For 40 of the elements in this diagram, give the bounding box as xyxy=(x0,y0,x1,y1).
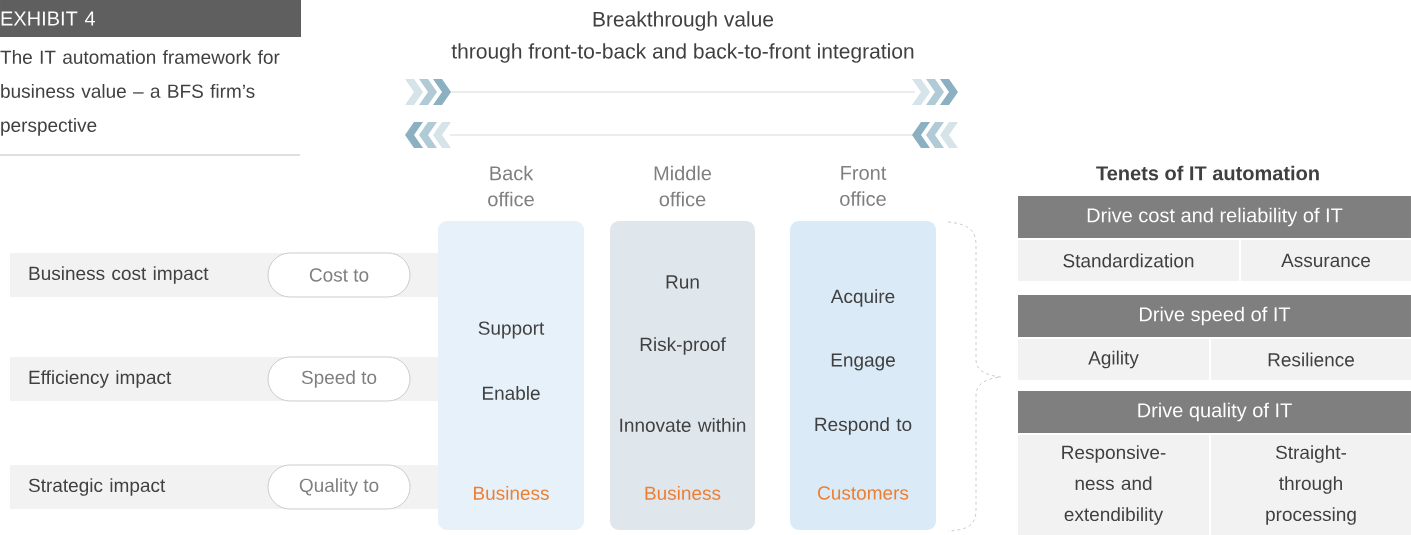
heading-text: Breakthrough value xyxy=(593,11,774,31)
activity-text: Innovate within xyxy=(620,418,746,432)
tenet-header: Drive cost and reliability of IT xyxy=(1018,196,1411,238)
activity-text: Risk-proof xyxy=(640,337,726,355)
impact-pill: Cost to xyxy=(267,252,411,298)
column-heading: Back office xyxy=(488,165,534,207)
outcome-text: Business xyxy=(645,486,721,500)
node-label: Assurance xyxy=(1281,253,1371,268)
impact-pill: Speed to xyxy=(267,356,411,402)
activity-text: Acquire xyxy=(830,289,895,307)
column-heading: Front office xyxy=(840,166,887,206)
tenet-cell: Responsive-ness and extendibility xyxy=(1018,435,1209,535)
outcome-text: Business xyxy=(474,486,549,500)
node-label: Straight-through processing xyxy=(1266,445,1356,525)
tenet-cell: Straight-through processing xyxy=(1211,435,1411,535)
tenet-header: Drive quality of IT xyxy=(1018,391,1411,433)
node-label: Resilience xyxy=(1268,352,1354,367)
tenet-header: Drive speed of IT xyxy=(1018,295,1411,337)
outcome-text: Customers xyxy=(818,486,909,500)
impact-pill: Quality to xyxy=(267,464,411,510)
node-label: Agility xyxy=(1088,350,1139,369)
tenet-cell: Resilience xyxy=(1211,339,1411,380)
activity-text: Support xyxy=(478,321,545,339)
activity-text: Enable xyxy=(483,386,540,400)
exhibit-banner: EXHIBIT 4 xyxy=(0,0,301,37)
column-heading: Middle office xyxy=(654,165,712,207)
office-column xyxy=(610,221,755,530)
node-label: Standardization xyxy=(1063,253,1194,268)
tenet-cell: Agility xyxy=(1018,339,1209,380)
heading-text: through front-to-back and back-to-front integration xyxy=(451,43,914,63)
node-label: Responsive-ness and extendibility xyxy=(1062,445,1166,525)
activity-text: Respond to xyxy=(815,417,912,435)
panel-title: Tenets of IT automation xyxy=(1096,165,1319,181)
activity-text: Run xyxy=(666,275,699,289)
tenet-cell: Assurance xyxy=(1241,240,1411,281)
title: The IT automation framework for business value – a BFS firm’s perspective xyxy=(0,50,280,136)
office-column xyxy=(790,221,936,530)
office-column xyxy=(438,221,584,530)
activity-text: Engage xyxy=(831,353,895,371)
tenet-cell: Standardization xyxy=(1018,240,1239,281)
